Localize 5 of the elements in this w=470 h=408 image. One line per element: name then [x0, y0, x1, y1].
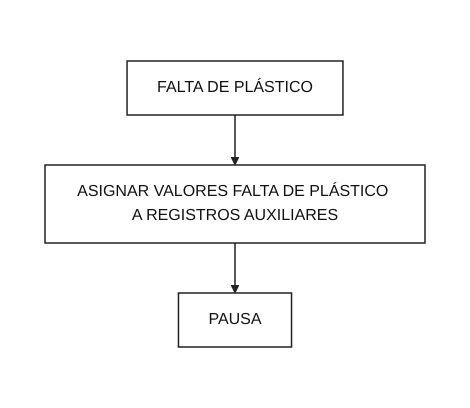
- node-box: FALTA DE PLÁSTICO: [126, 60, 344, 116]
- arrow: [230, 115, 240, 166]
- node-box: PAUSA: [178, 292, 292, 348]
- arrow: [230, 243, 240, 294]
- node-box: ASIGNAR VALORES FALTA DE PLÁSTICO A REGISTROS AUXILIARES: [44, 164, 426, 244]
